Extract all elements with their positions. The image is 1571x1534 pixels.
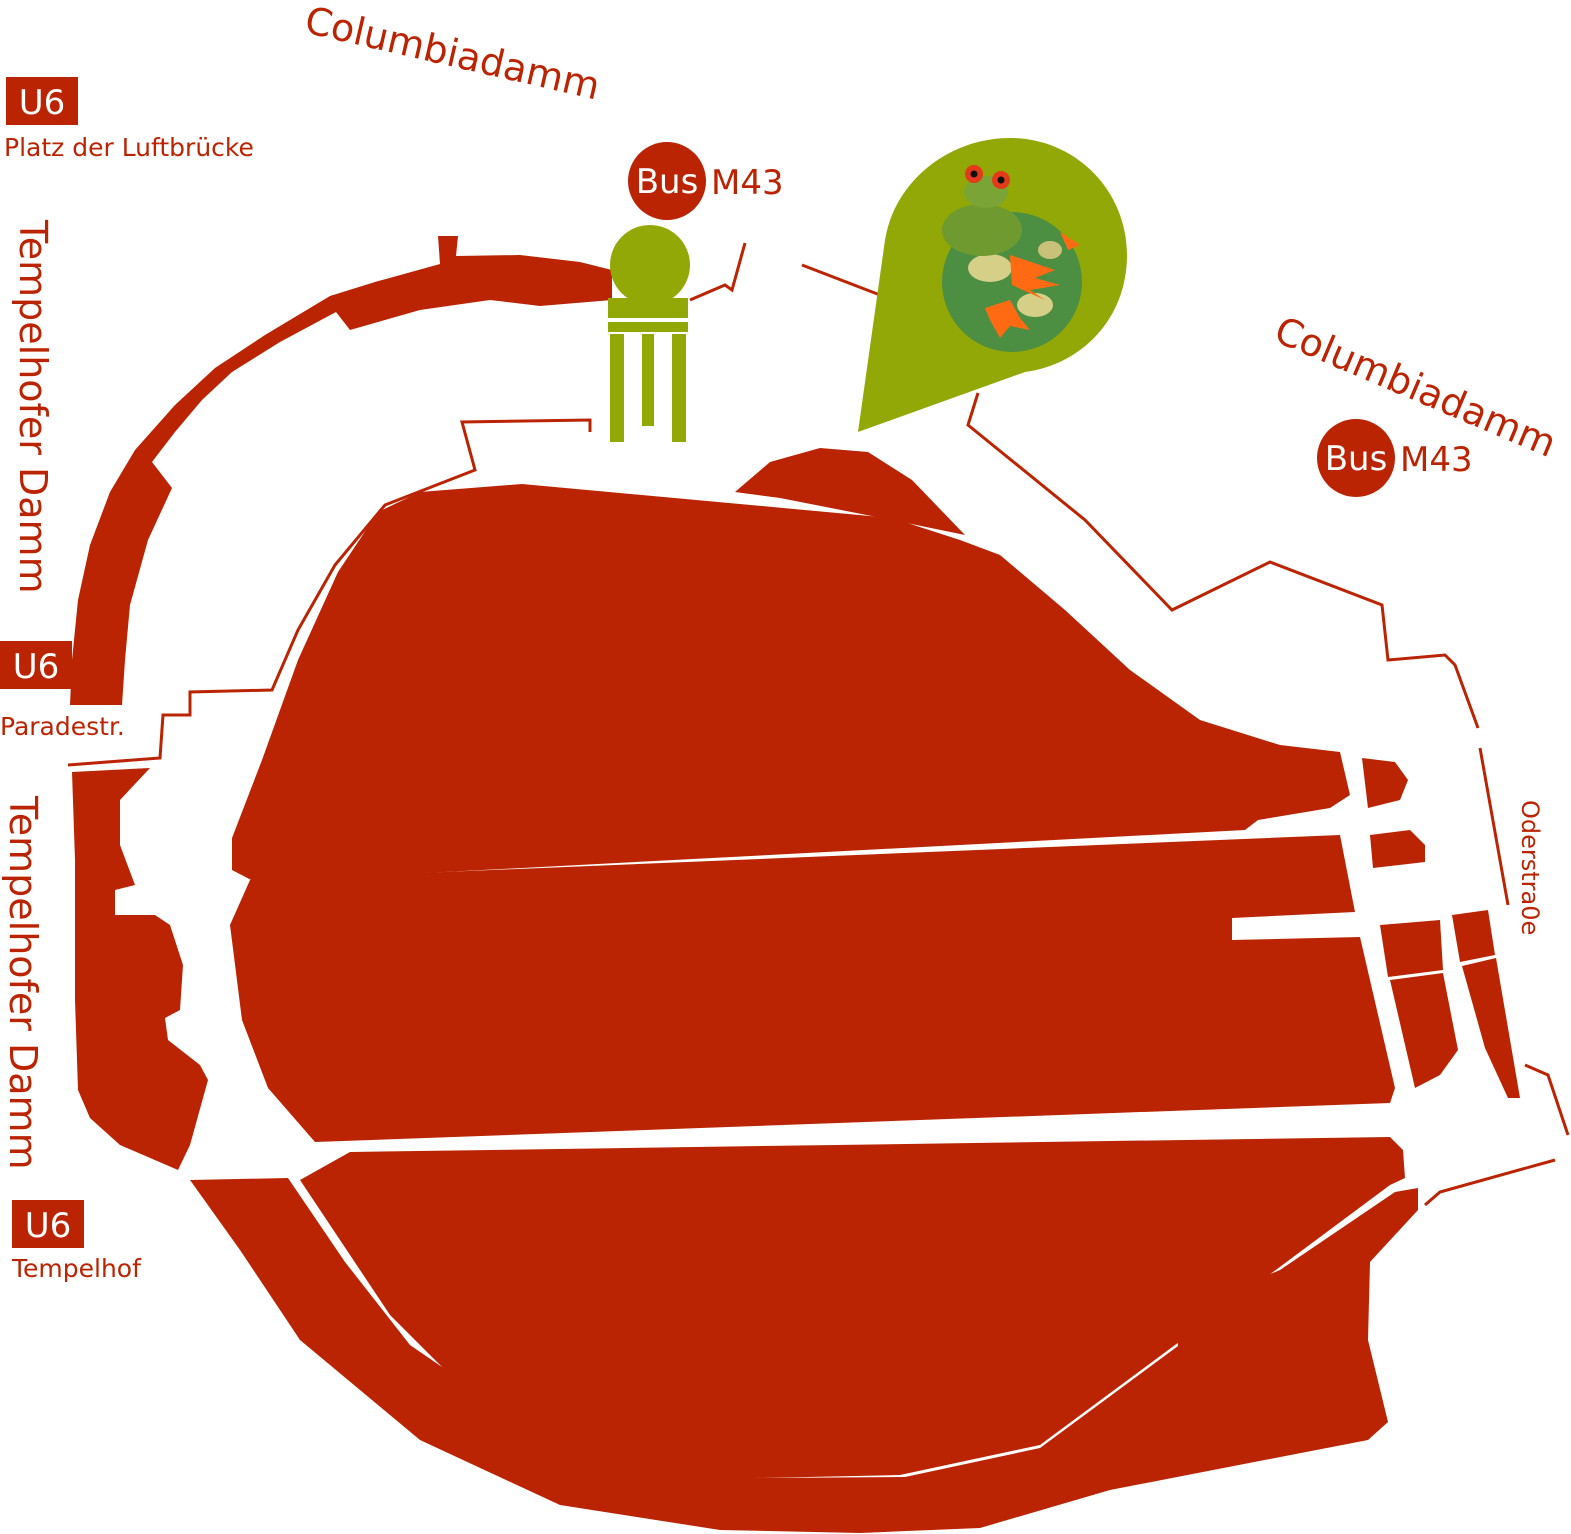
line-east-lower [1524,1063,1570,1136]
u6-badge-label: U6 [13,647,60,687]
line-columbiadamm-east [966,392,1480,729]
line-entrance-path [689,242,747,302]
line-oderstrasse [1478,747,1510,906]
field-north-hump [735,448,965,535]
u6-station-platz-der-luftbruecke: U6 Platz der Luftbrücke [4,77,254,162]
field-south [300,1137,1405,1478]
building-arc [70,236,612,705]
field-north [232,484,1350,882]
u6-station-paradestr: U6 Paradestr. [0,641,125,741]
bus-stop-east: Bus M43 [1317,419,1473,497]
line-top-left [67,418,592,767]
block-east-5 [1452,910,1495,962]
station-name: Platz der Luftbrücke [4,133,254,162]
u6-badge-label: U6 [25,1206,72,1246]
bus-badge [1317,419,1395,497]
frog-globe-pin-icon [858,138,1127,432]
block-east-6 [1462,958,1520,1098]
station-name: Tempelhof [11,1254,142,1283]
building-west [72,768,208,1170]
bus-badge [628,142,706,220]
street-tempelhofer-damm-lower: Tempelhofer Damm [1,795,45,1170]
block-east-2 [1370,830,1425,868]
street-oderstrasse: Oderstra0e [1516,800,1544,935]
block-east-3 [1380,920,1443,977]
bus-line-label: M43 [711,163,784,203]
field-middle [230,835,1395,1142]
u6-badge [0,641,72,689]
street-tempelhofer-damm-upper: Tempelhofer Damm [11,219,55,594]
u6-station-tempelhof: U6 Tempelhof [11,1200,142,1283]
bus-badge-label: Bus [636,162,699,202]
street-lines [67,242,1570,1207]
street-columbiadamm-north: Columbiadamm [301,0,604,108]
bus-badge-label: Bus [1325,439,1388,479]
block-east-1 [1362,758,1408,808]
person-entrance-icon [608,225,690,442]
line-southeast [1424,1158,1556,1207]
block-east-4 [1390,973,1458,1088]
bus-stop-north: Bus M43 [628,142,784,220]
u6-badge [6,77,78,125]
station-name: Paradestr. [0,712,125,741]
u6-badge [12,1200,84,1248]
u6-badge-label: U6 [19,83,66,123]
ring-south [190,1178,1418,1533]
line-top-right [801,263,881,297]
bus-line-label: M43 [1400,440,1473,480]
